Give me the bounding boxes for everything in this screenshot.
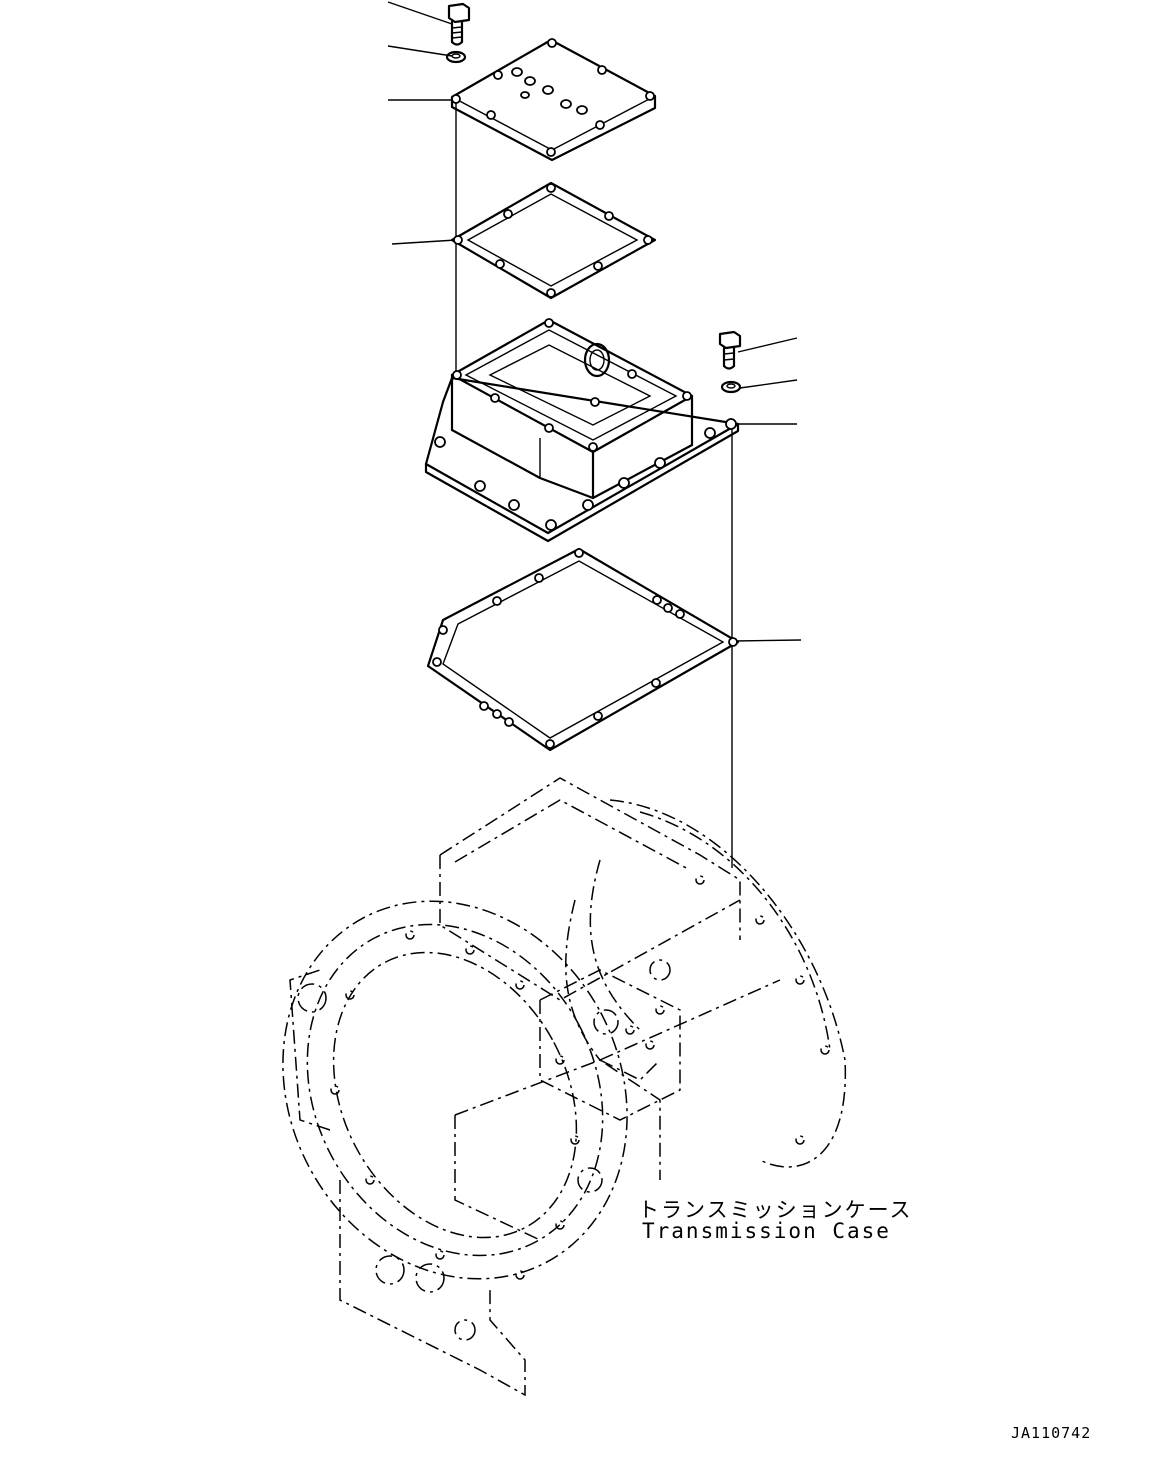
- transmission-case-label-en: Transmission Case: [642, 1219, 891, 1243]
- gasket-upper: [450, 181, 657, 300]
- gasket-lower: [426, 547, 740, 752]
- bolt-top: [447, 2, 471, 46]
- valve-housing: [424, 318, 740, 543]
- leader-lines: [387, 1, 802, 868]
- washer-right: [720, 380, 742, 394]
- washer-top: [445, 50, 467, 64]
- bolt-right: [718, 330, 742, 370]
- transmission-case: [282, 777, 847, 1397]
- cover-plate: [450, 38, 657, 162]
- drawing-number: JA110742: [1011, 1424, 1092, 1442]
- transmission-case-label-jp: トランスミッションケース: [638, 1198, 913, 1222]
